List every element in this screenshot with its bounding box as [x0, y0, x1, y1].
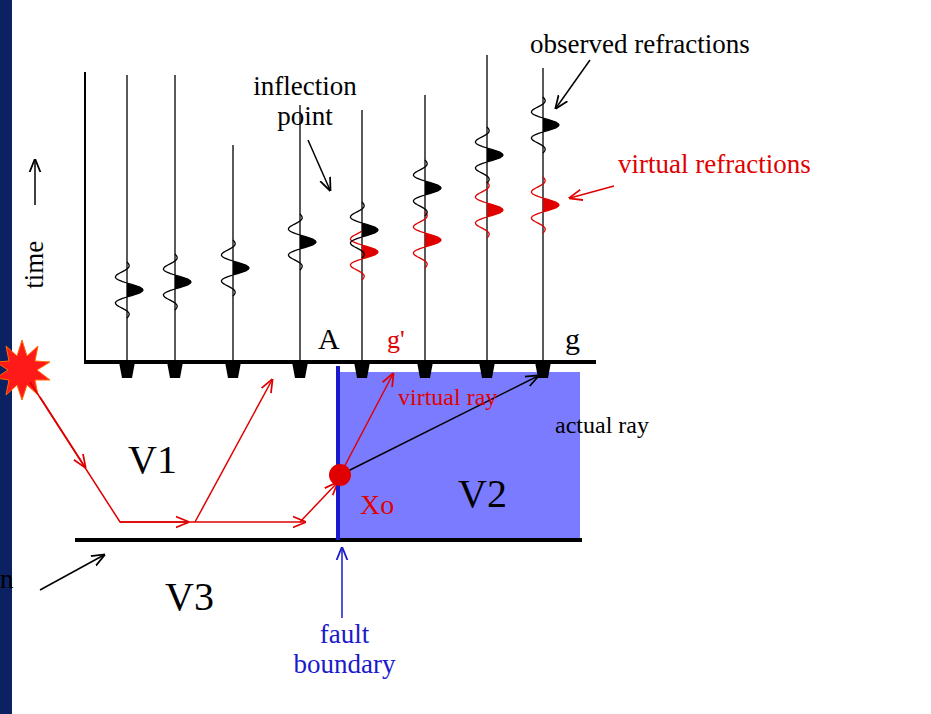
ray-label: virtual ray	[398, 384, 497, 410]
trace-wiggle	[115, 262, 143, 318]
station-label: g	[565, 322, 580, 355]
slide-panel	[12, 0, 931, 714]
trace-lobe	[487, 203, 503, 217]
trace-wiggle	[531, 177, 559, 233]
interface-line	[75, 538, 582, 542]
trace-line	[232, 145, 233, 362]
trace-lobe	[175, 275, 191, 289]
trace-lobe	[233, 261, 249, 275]
trace-lobe	[362, 245, 378, 259]
trace-wiggle	[531, 97, 559, 153]
virtual-ray	[340, 374, 393, 475]
ray-arrow	[120, 521, 188, 523]
leader-arrow	[570, 186, 614, 198]
callout-text: fault boundary	[287, 620, 402, 679]
callout-text: observed refractions	[530, 30, 750, 60]
trace-lobe	[362, 223, 378, 237]
trace-lobe	[425, 181, 441, 195]
surface-line	[85, 360, 596, 364]
trace-wiggle	[163, 254, 191, 310]
callout-text: virtual refractions	[618, 150, 811, 180]
trace-wiggle	[413, 160, 441, 216]
trace-line	[299, 105, 300, 362]
ray-arrow	[300, 483, 337, 522]
trace-wiggle	[221, 240, 249, 296]
trace-wiggle	[350, 224, 378, 280]
receivers	[119, 362, 551, 378]
trace-lobe	[543, 198, 559, 212]
receiver-symbol	[119, 362, 135, 378]
ray-label: actual ray	[555, 412, 649, 438]
trace-lobe	[543, 118, 559, 132]
ray-arrow	[188, 521, 305, 523]
trace-wiggle	[350, 202, 378, 258]
trace-wiggle	[475, 182, 503, 238]
ray-path	[30, 382, 188, 522]
receiver-symbol	[479, 362, 495, 378]
point-label: Xo	[360, 490, 394, 521]
receiver-symbol	[167, 362, 183, 378]
receiver-symbol	[417, 362, 433, 378]
leader-arrow	[341, 548, 343, 618]
leader-arrow	[40, 555, 104, 590]
velocity-label: V1	[128, 438, 177, 482]
velocity-label: V3	[165, 575, 214, 619]
leader-arrow	[556, 60, 590, 108]
ray-arrow	[40, 397, 85, 467]
receiver-symbol	[225, 362, 241, 378]
trace-lobe	[300, 235, 316, 249]
actual-ray	[340, 376, 538, 475]
trace-line	[424, 95, 425, 362]
trace-line	[542, 68, 543, 362]
trace-lobe	[425, 233, 441, 247]
receiver-symbol	[535, 362, 551, 378]
receiver-symbol	[354, 362, 370, 378]
time-axis	[84, 72, 86, 364]
clipped-label: n	[0, 565, 14, 595]
callout-text: inflection point	[230, 72, 380, 131]
trace-wiggle	[413, 212, 441, 268]
trace-wiggle	[288, 214, 316, 270]
ray-arrow	[195, 380, 272, 522]
leader-arrow	[308, 140, 330, 190]
station-label: A	[318, 322, 340, 355]
axis-label: time	[20, 241, 50, 289]
seismic-traces	[115, 55, 559, 362]
fault-boundary-line	[336, 366, 340, 540]
source-point	[329, 464, 351, 486]
trace-wiggle	[475, 127, 503, 183]
trace-lobe	[127, 283, 143, 297]
trace-lobe	[487, 148, 503, 162]
trace-line	[126, 75, 127, 362]
station-label: g'	[387, 326, 405, 355]
receiver-symbol	[292, 362, 308, 378]
time-arrow	[34, 160, 36, 205]
trace-line	[174, 75, 175, 362]
velocity-label: V2	[458, 472, 507, 516]
source-star	[0, 340, 50, 400]
